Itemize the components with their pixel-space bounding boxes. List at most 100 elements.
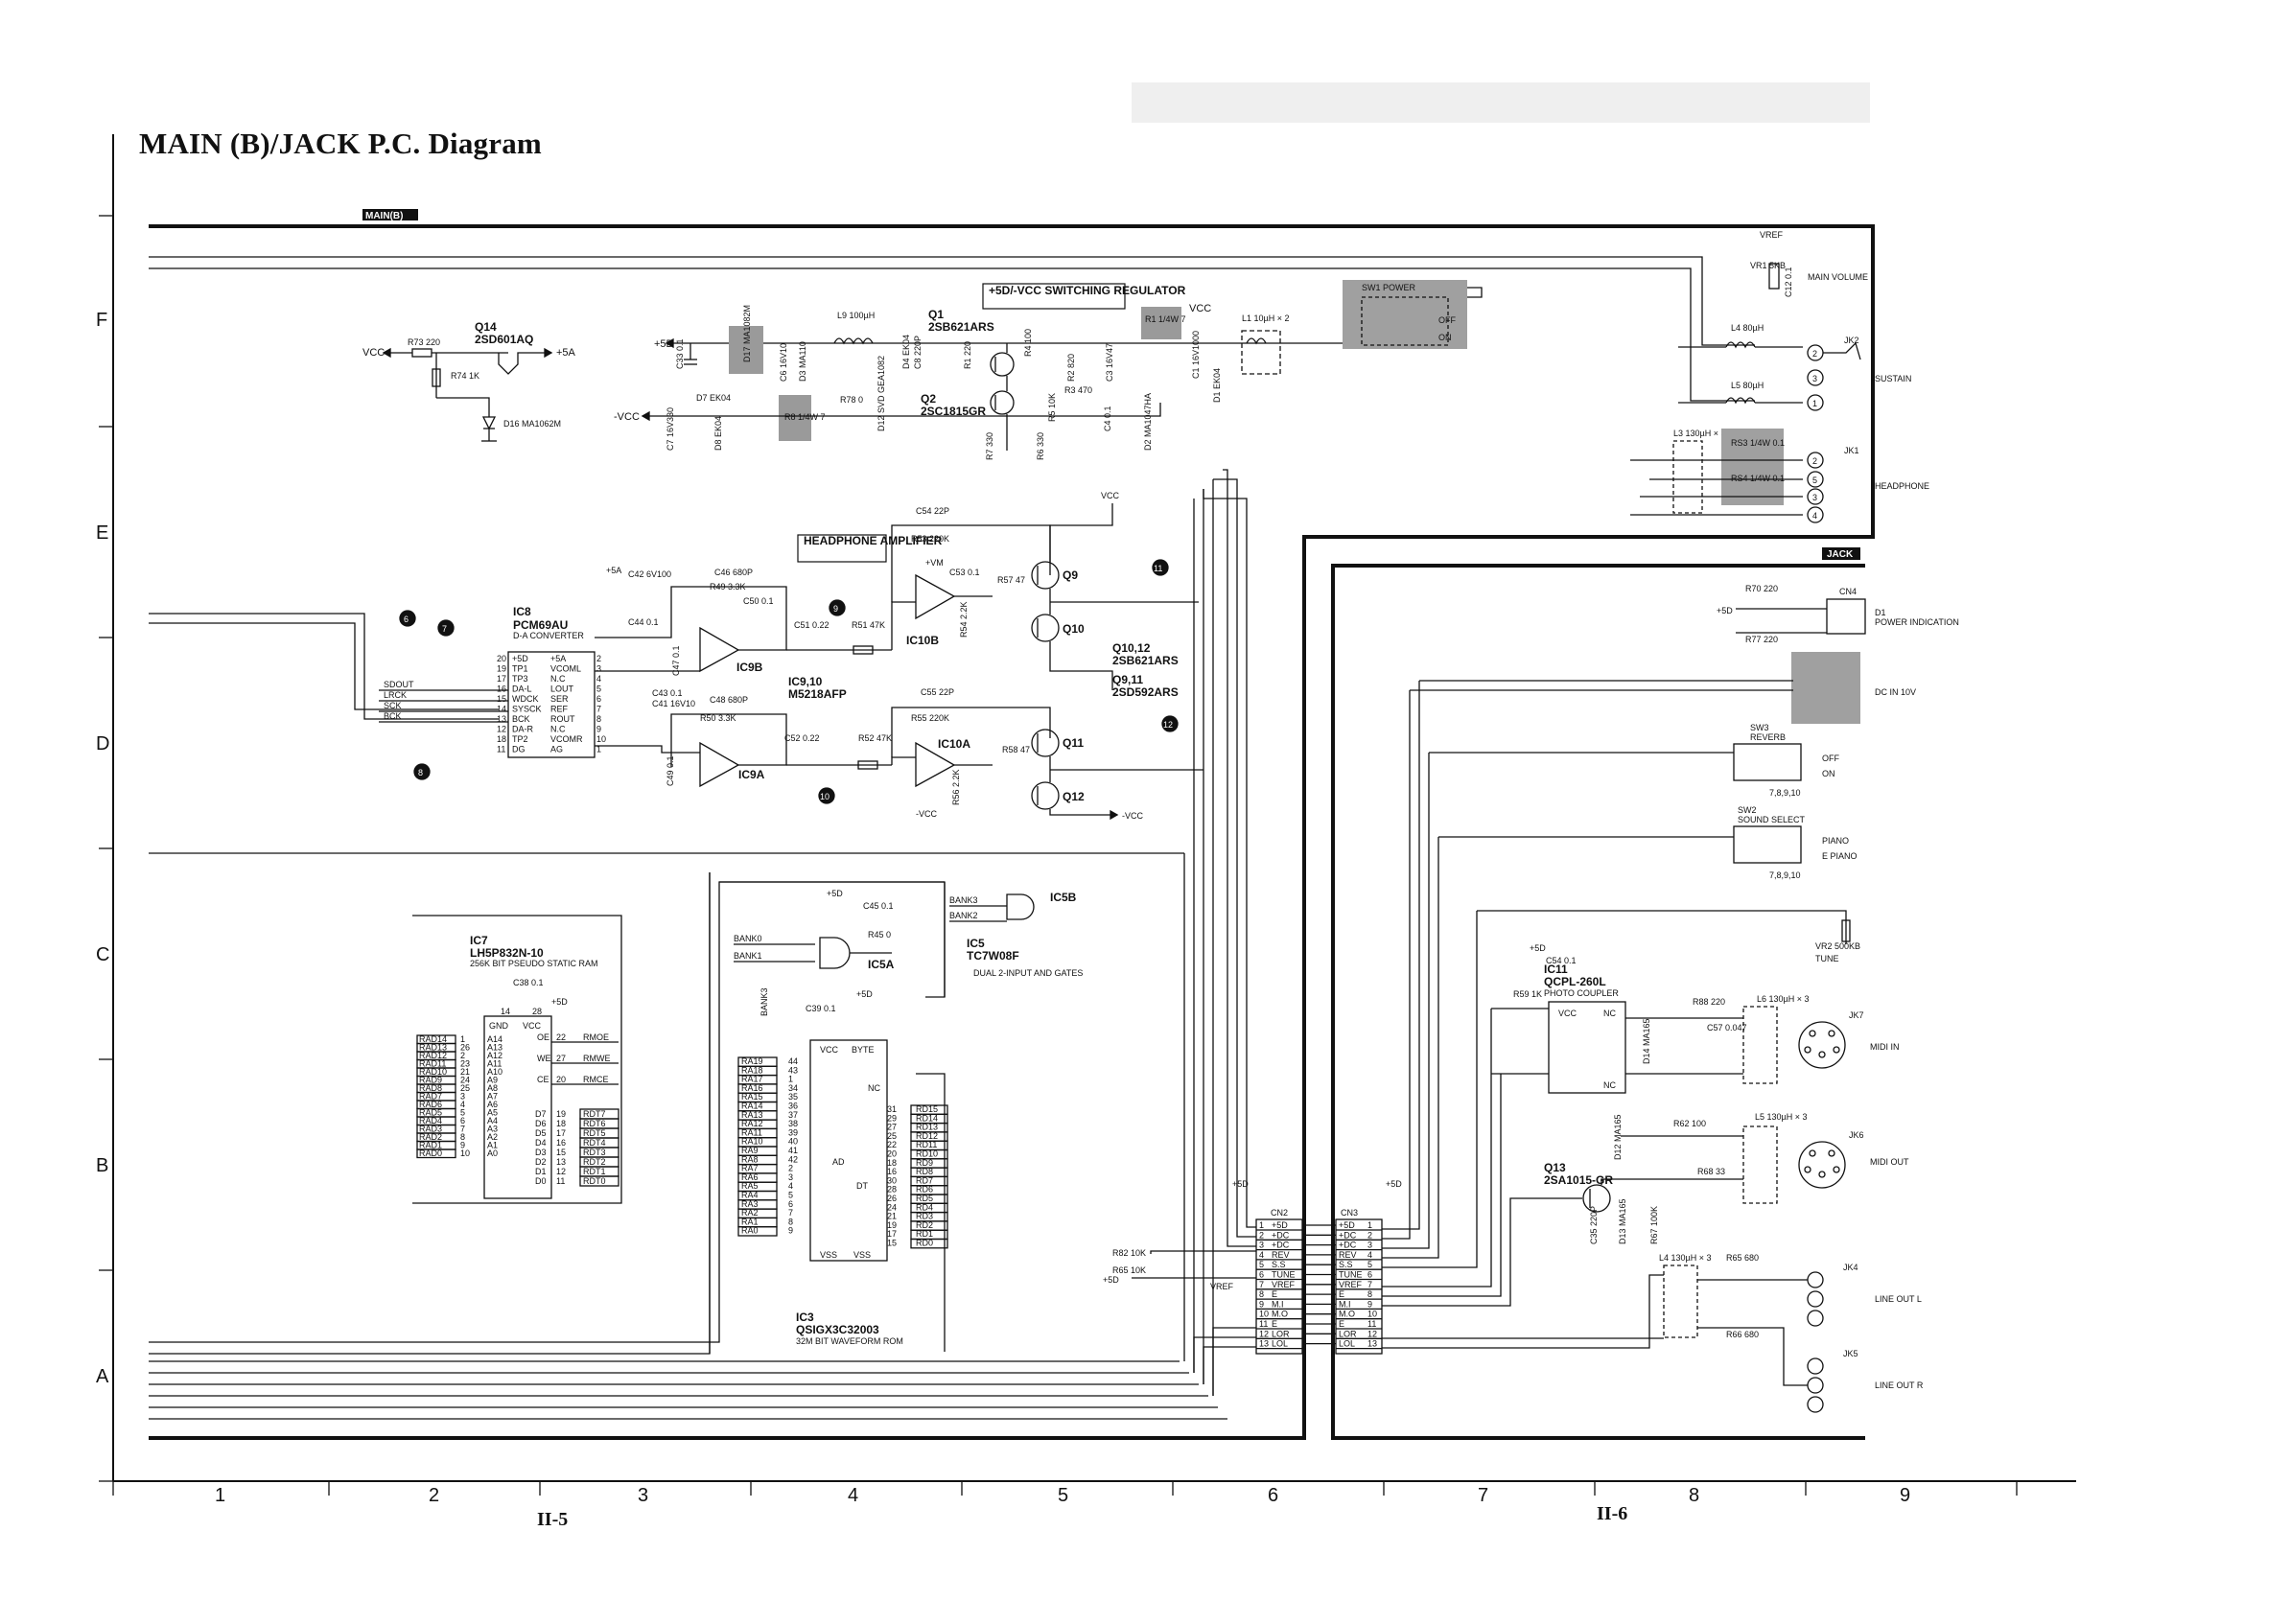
r74-label: R74 1K <box>451 371 479 381</box>
cn3-pin-number: 7 <box>1367 1280 1372 1289</box>
row-letter: E <box>96 522 108 544</box>
ic3-address-net: RA14 <box>741 1102 763 1111</box>
ic7-pin-name: CE <box>537 1075 549 1084</box>
cn2-signal: +DC <box>1272 1241 1290 1250</box>
row-letter: D <box>96 733 109 754</box>
cn2-pin-number: 2 <box>1259 1230 1264 1240</box>
r54-label: R54 2.2K <box>959 601 969 638</box>
ic3-pin-number: 22 <box>887 1140 897 1149</box>
q13-ref: Q13 <box>1544 1161 1566 1174</box>
ic8-pin-name: TP1 <box>512 664 528 674</box>
ic7-control-net: RMOE <box>583 1032 609 1042</box>
ic7-pin-number: 13 <box>556 1157 566 1167</box>
vr2-ref: VR2 500KB <box>1815 941 1860 951</box>
ic3-pin-number: 34 <box>788 1083 798 1093</box>
c55-label: C55 22P <box>921 687 954 697</box>
ic7-control-net: RMCE <box>583 1075 609 1084</box>
ic5-part: TC7W08F <box>967 949 1019 963</box>
q2-part: 2SC1815GR <box>921 405 986 418</box>
d2-label: D2 MA1047HA <box>1143 393 1153 451</box>
r82-label: R82 10K <box>1112 1248 1146 1258</box>
ic8-pin-number: 14 <box>497 705 506 714</box>
ic3-pin-number: 30 <box>887 1175 897 1185</box>
ic8-pin-number: 3 <box>596 664 601 674</box>
ic7-net-box <box>416 1148 456 1159</box>
c54-label: C54 0.1 <box>1546 956 1577 965</box>
bank2-net: BANK2 <box>949 911 978 920</box>
r57-label: R57 47 <box>997 575 1025 585</box>
ic8-pin-name: VCOML <box>550 664 581 674</box>
r7-label: R7 330 <box>985 432 994 460</box>
ic7-pin-number: 27 <box>556 1054 566 1063</box>
jk2-ref: JK2 <box>1844 336 1859 345</box>
circle-ref: 10 <box>820 792 830 801</box>
c41-label: C41 16V10 <box>652 699 695 708</box>
ic7-pin-name: D1 <box>535 1167 547 1176</box>
ic7-address-net: RAD8 <box>419 1083 442 1093</box>
cn3-pin-number: 3 <box>1367 1241 1372 1250</box>
ic7-address-net: RAD13 <box>419 1043 447 1053</box>
c7-label: C7 16V330 <box>666 407 675 451</box>
cn2-pin-number: 5 <box>1259 1260 1264 1269</box>
scan-artifact <box>1132 82 1870 123</box>
ic3-pin-number: 26 <box>887 1194 897 1203</box>
q10-12-ref: Q10,12 <box>1112 641 1151 655</box>
q9-11-part: 2SD592ARS <box>1112 685 1179 699</box>
ic7-pin-name: D6 <box>535 1119 547 1128</box>
ic7-pin-number: 25 <box>460 1083 470 1093</box>
svg-text:5: 5 <box>1812 476 1817 485</box>
ic8-pin-name: +5A <box>550 654 566 663</box>
cn2-pin-number: 13 <box>1259 1339 1269 1349</box>
ic3-pin-number: 20 <box>887 1149 897 1159</box>
ic7-pin-number: 15 <box>556 1148 566 1157</box>
sw1-ref: SW1 POWER <box>1362 283 1416 292</box>
ic7-pin-number: 26 <box>460 1043 470 1053</box>
q14-part: 2SD601AQ <box>475 333 533 346</box>
ic7-pin-name: A6 <box>487 1100 498 1109</box>
reverb-off: OFF <box>1822 754 1839 763</box>
cn2-signal: LOL <box>1272 1339 1288 1349</box>
ic7-pin: 28 <box>532 1007 542 1016</box>
r8-fuse-label: R8 1/4W 7 <box>784 412 826 422</box>
bottom-ruler: 1 2 3 4 5 6 7 8 9 II-5 II-6 <box>112 1480 2076 1530</box>
ic8-pin-number: 17 <box>497 674 506 684</box>
ic3-net-box <box>737 1226 778 1237</box>
ic7-pin-number: 9 <box>460 1141 465 1150</box>
cn2-signal: VREF <box>1272 1280 1296 1289</box>
ic8-pin-number: 13 <box>497 714 506 724</box>
r45-label: R45 0 <box>868 930 891 940</box>
jack-board-outline: JACK <box>1331 547 1865 1440</box>
jack-panel-upper: VREF VR1 5KB MAIN VOLUME C12 0.1 L4 80µH… <box>1630 230 1929 523</box>
ic8-pin-number: 2 <box>596 654 601 663</box>
ic11-vcc: VCC <box>1558 1009 1577 1018</box>
ic3-pin-number: 40 <box>788 1137 798 1147</box>
ic3-pin-number: 41 <box>788 1146 798 1155</box>
r2-label: R2 820 <box>1066 354 1076 382</box>
ic3-nc: NC <box>868 1083 880 1093</box>
ic3-address-net: RA2 <box>741 1208 759 1218</box>
ic3-pin-number: 25 <box>887 1131 897 1141</box>
ic7-pin-name: A14 <box>487 1034 502 1044</box>
ic9-10-part: M5218AFP <box>788 687 847 701</box>
page-title: MAIN (B)/JACK P.C. Diagram <box>139 127 542 160</box>
ic8-pin-name: TP2 <box>512 734 528 744</box>
ic8-pin-name: BCK <box>512 714 530 724</box>
ic7-data-net: RDT3 <box>583 1148 606 1157</box>
ic3-address-net: RA13 <box>741 1110 763 1120</box>
l4-label: L4 80µH <box>1731 323 1764 333</box>
ic7-address-net: RAD11 <box>419 1059 446 1069</box>
ic7-vcc: VCC <box>523 1021 542 1031</box>
ic8-pin-number: 11 <box>497 745 505 754</box>
rs4-label: RS4 1/4W 0.1 <box>1731 474 1785 483</box>
ic7-pin-name: A10 <box>487 1067 502 1077</box>
ic7-pin-name: A3 <box>487 1125 498 1134</box>
d1-label: D1 EK04 <box>1212 368 1222 403</box>
circle-ref: 9 <box>833 604 838 614</box>
ic3-address-net: RA6 <box>741 1172 759 1182</box>
ic7-pin-number: 21 <box>460 1067 470 1077</box>
ic3-net-box <box>910 1238 948 1249</box>
cn3-signal: E <box>1339 1319 1344 1329</box>
sw3-pins: 7,8,9,10 <box>1769 788 1801 798</box>
